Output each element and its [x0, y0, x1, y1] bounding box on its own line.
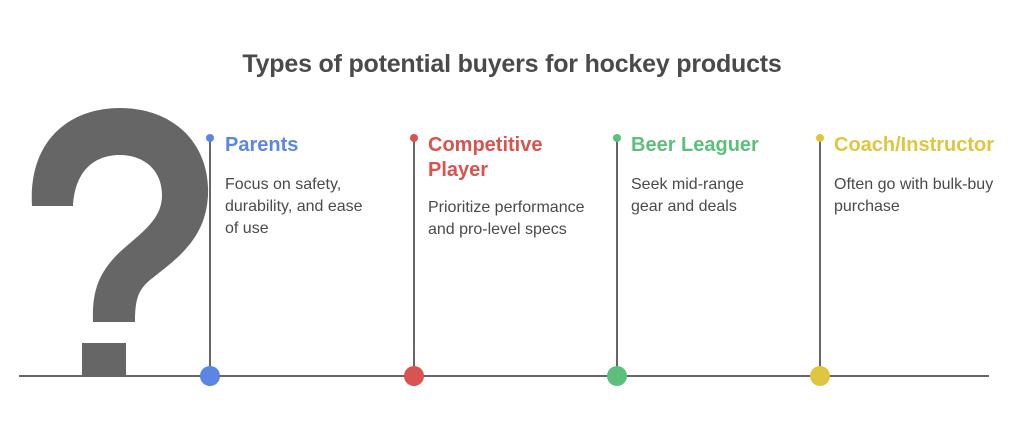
diagram-title: Types of potential buyers for hockey pro… — [242, 50, 782, 78]
timeline-baseline — [19, 375, 989, 377]
top-dot-icon — [410, 134, 418, 142]
buyer-title: Competitive Player — [428, 134, 543, 181]
buyer-description: Focus on safety, durability, and ease of… — [225, 176, 363, 237]
timeline-stem — [616, 140, 618, 376]
top-dot-icon — [816, 134, 824, 142]
buyer-description: Seek mid-range gear and deals — [631, 176, 744, 215]
bottom-dot-icon — [200, 366, 220, 386]
buyer-title: Coach/Instructor — [834, 134, 995, 156]
buyer-title: Beer Leaguer — [631, 134, 759, 156]
buyer-description: Often go with bulk-buy purchase — [834, 176, 994, 215]
buyer-description: Prioritize performance and pro-level spe… — [428, 199, 585, 238]
buyer-title: Parents — [225, 134, 299, 156]
timeline-stem — [819, 140, 821, 376]
top-dot-icon — [206, 134, 214, 142]
timeline-stem — [413, 140, 415, 376]
bottom-dot-icon — [404, 366, 424, 386]
timeline-stem — [209, 140, 211, 376]
bottom-dot-icon — [607, 366, 627, 386]
question-mark-icon — [31, 108, 209, 376]
top-dot-icon — [613, 134, 621, 142]
bottom-dot-icon — [810, 366, 830, 386]
